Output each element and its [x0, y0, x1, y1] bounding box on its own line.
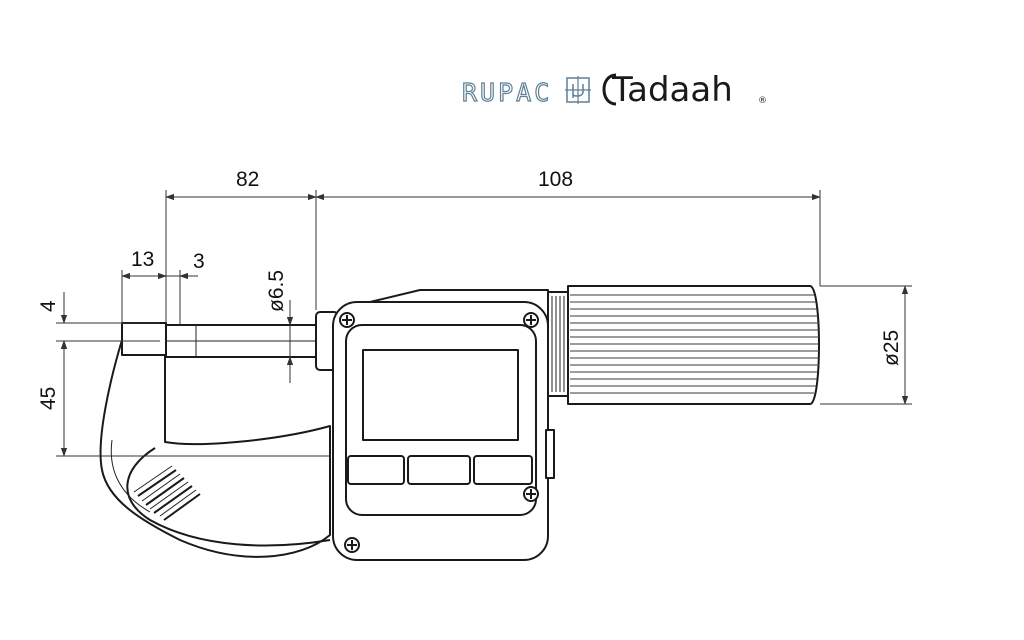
anvil — [121, 322, 167, 356]
screw-top-left-icon — [339, 312, 355, 328]
dim-13-label: 13 — [131, 248, 154, 271]
tadaah-logo: Tadaah ® — [602, 70, 767, 110]
center-button[interactable] — [407, 455, 471, 485]
micrometer — [99, 285, 820, 561]
lcd-screen — [362, 349, 519, 441]
tadaah-wordmark: Tadaah — [611, 70, 733, 110]
screw-bottom-left-icon — [344, 537, 360, 553]
dim-4-label: 4 — [37, 300, 60, 312]
frame-inner-edge — [126, 447, 331, 547]
rupac-mu-icon — [565, 76, 591, 104]
logo-group: RUPAC Tadaah ® — [461, 70, 767, 110]
grip-lines — [133, 465, 201, 521]
rupac-logo: RUPAC — [462, 78, 552, 107]
frame-outline — [99, 322, 331, 558]
dim-82-label: 82 — [236, 168, 259, 191]
side-connector — [545, 429, 555, 479]
thimble-collar — [547, 291, 569, 397]
screw-bottom-right-icon — [523, 486, 539, 502]
screw-top-right-icon — [523, 312, 539, 328]
dim-45-label: 45 — [37, 387, 60, 410]
knurled-thimble[interactable] — [567, 285, 820, 405]
dim-3-label: 3 — [193, 250, 205, 273]
display-bezel — [345, 324, 537, 516]
dim-25-label: ø25 — [880, 330, 903, 366]
dim-6-5-label: ø6.5 — [265, 270, 288, 312]
knurl-lines — [570, 294, 819, 394]
registered-mark: ® — [758, 96, 767, 106]
left-button[interactable] — [347, 455, 405, 485]
right-button[interactable] — [473, 455, 533, 485]
dim-108-label: 108 — [538, 168, 573, 191]
dimension-lines — [56, 190, 912, 457]
